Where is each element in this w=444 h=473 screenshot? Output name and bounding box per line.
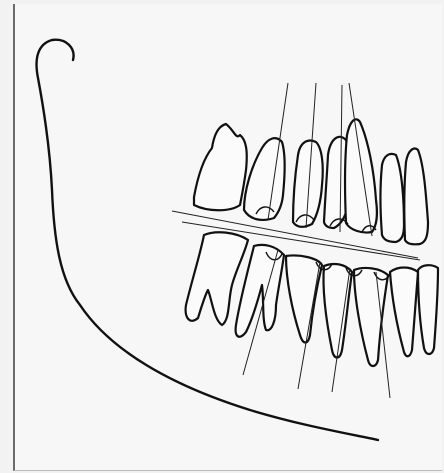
lower-premolar-1 [236,245,284,337]
lower-lateral-incisor [354,268,388,366]
lower-canine [323,264,352,358]
upper-molar [194,124,247,210]
lower-premolar-2 [286,255,322,342]
lower-incisor-front [418,265,438,354]
upper-lateral-incisor [345,119,377,232]
lower-central-incisor [390,268,418,357]
upper-premolar-2 [293,141,323,227]
upper-central-incisor [381,154,405,242]
upper-incisor-front [404,149,428,245]
